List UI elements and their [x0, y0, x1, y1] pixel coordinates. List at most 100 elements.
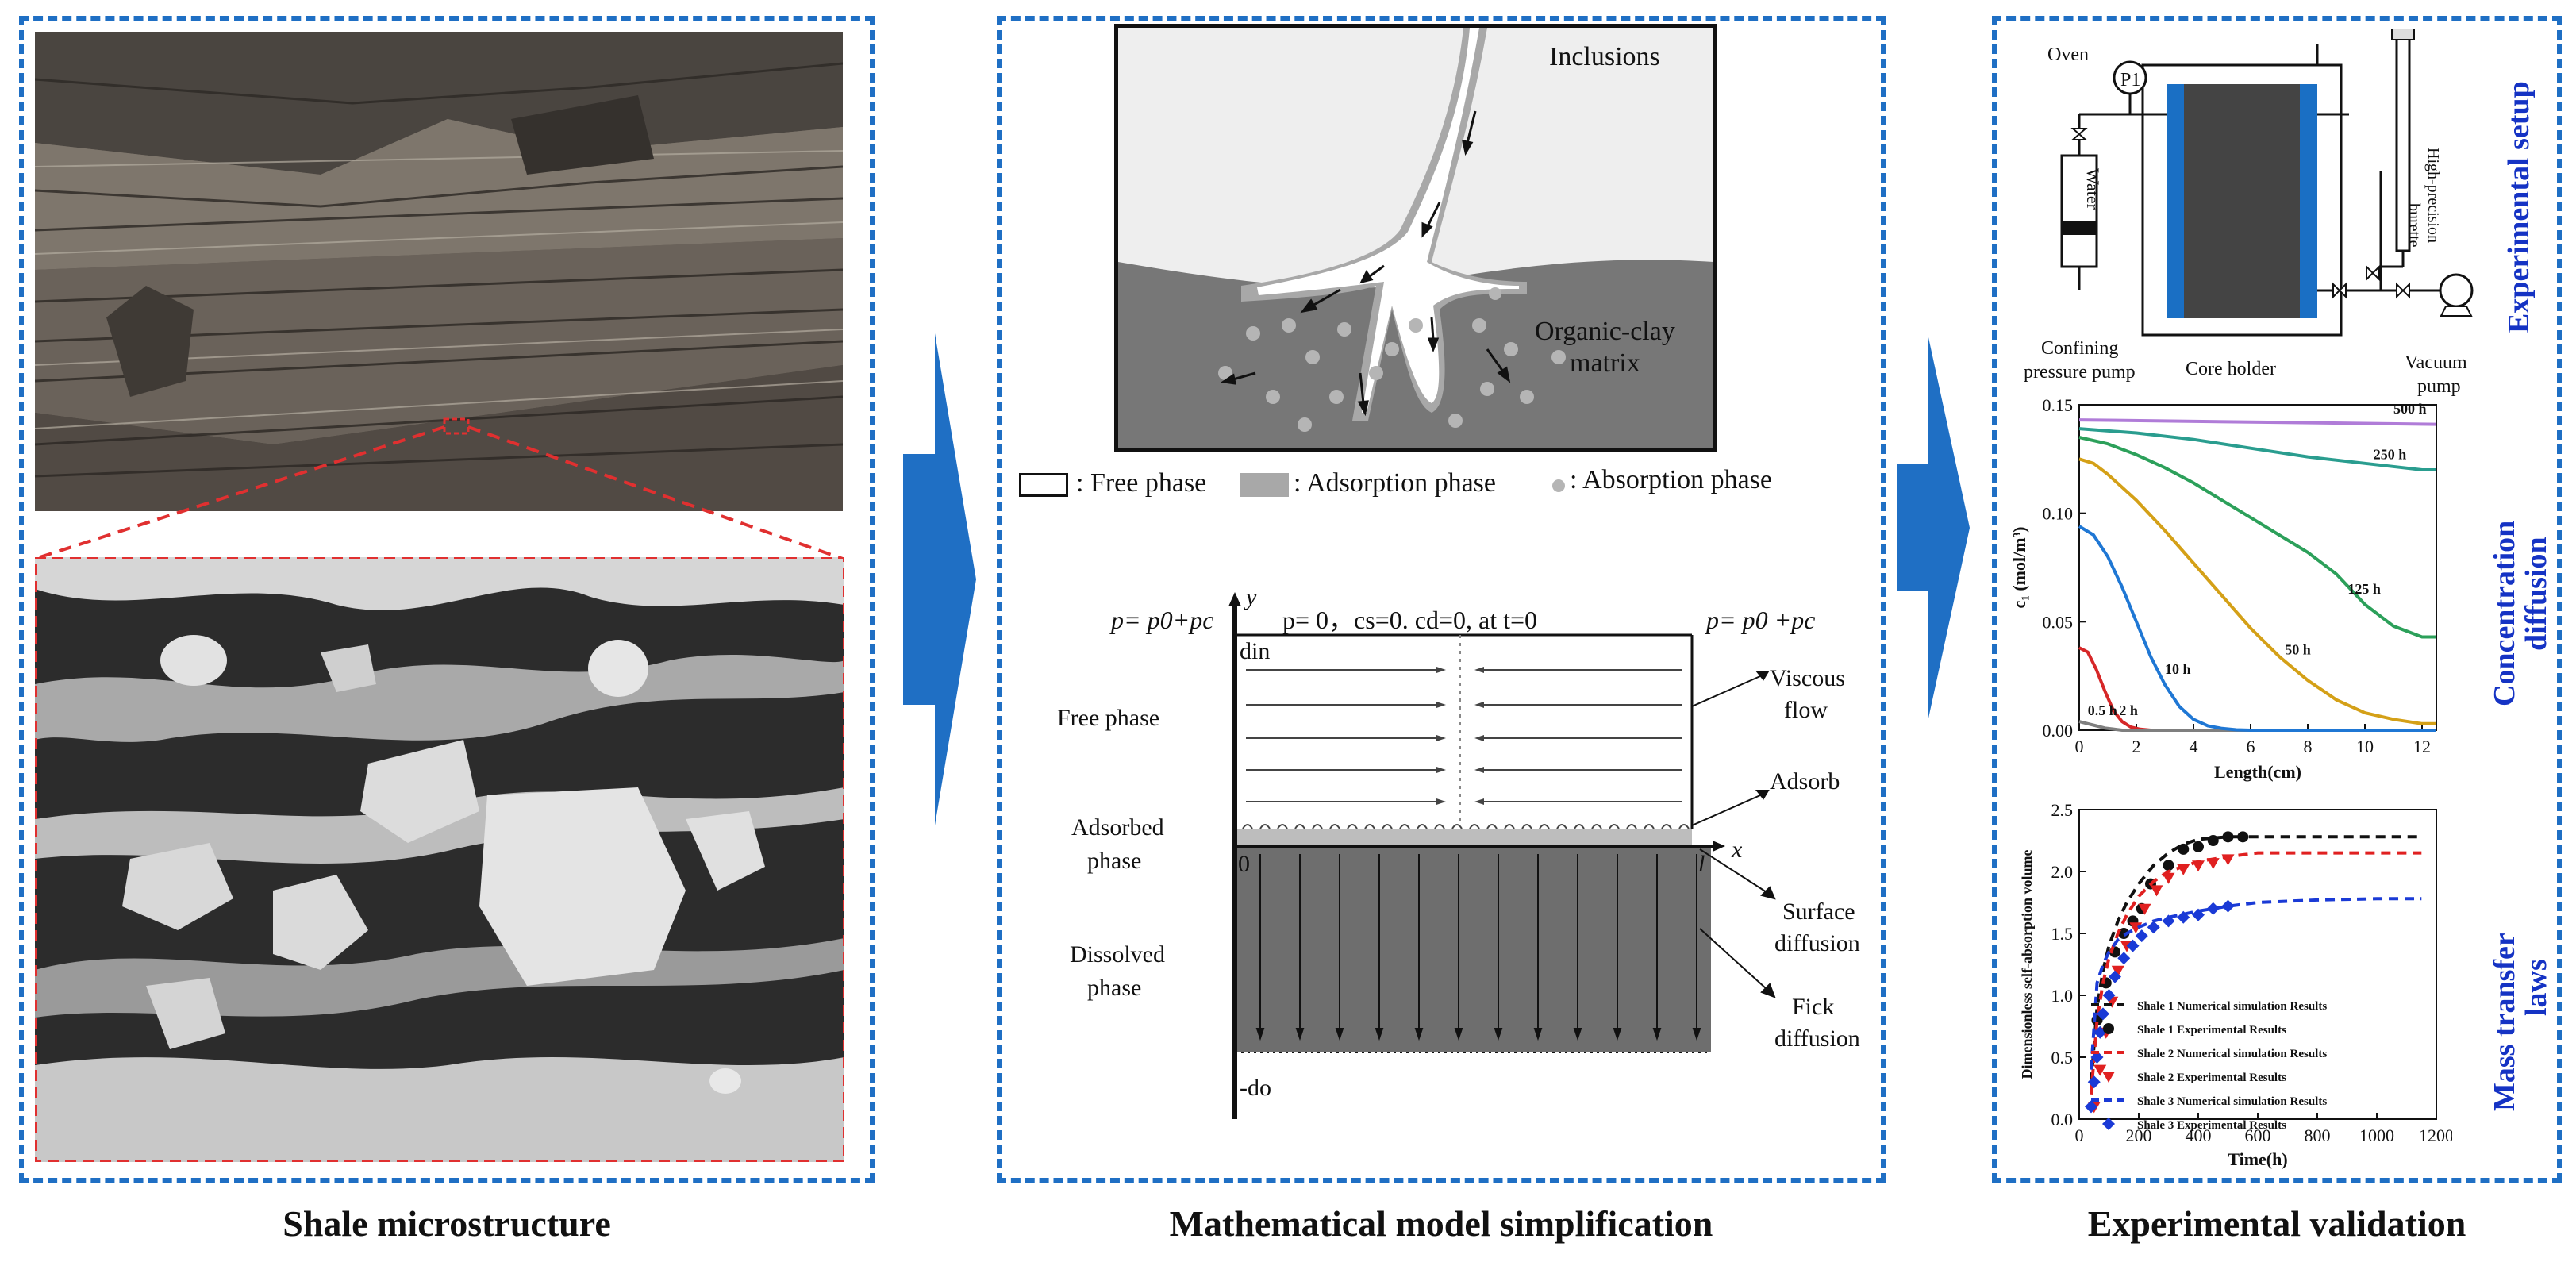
burette-label-1: High-precision	[2424, 148, 2442, 243]
d-in-label: din	[1240, 638, 1270, 664]
validation-panel	[1992, 16, 2562, 1183]
sem-micrograph	[35, 557, 844, 1162]
viscous-flow-text-1: Viscous	[1770, 665, 1845, 691]
chart2-point	[2102, 1118, 2115, 1130]
phase-legend: : Free phase : Adsorption phase : Absorp…	[1019, 465, 1876, 506]
chart1-series-line	[2078, 525, 2436, 732]
left-boundary-condition: p= p0+pc	[1109, 606, 1213, 634]
chart2-legend-label: Shale 3 Numerical simulation Results	[2137, 1095, 2327, 1108]
chart2-ylabel: Dimensionless self-absorption volume	[2019, 849, 2035, 1079]
chart1-series-label: 250 h	[2374, 446, 2407, 462]
matrix-label-1: Organic-clay	[1535, 317, 1675, 346]
water-label: Water	[2083, 168, 2103, 210]
chart2-legend-label: Shale 3 Experimental Results	[2137, 1119, 2286, 1132]
surface-diffusion-text-1: Surface	[1782, 898, 1855, 925]
caption-model-simplification: Mathematical model simplification	[1169, 1203, 1713, 1244]
chart1-series-label: 10 h	[2165, 661, 2191, 677]
d-o-label: -do	[1240, 1075, 1271, 1101]
adsorbed-phase-text-2: phase	[1087, 848, 1141, 874]
confining-pump-label-1: Confining	[2041, 338, 2118, 359]
chart2-point	[2126, 939, 2140, 952]
chart1-xlabel: Length(cm)	[2214, 762, 2301, 782]
surface-diffusion-text-2: diffusion	[1774, 930, 1860, 956]
matrix-label-2: matrix	[1570, 348, 1640, 378]
chart2-point	[2192, 860, 2205, 872]
chart2-point	[2192, 908, 2205, 921]
chart1-ytick-label: 0.10	[2043, 504, 2074, 524]
chart2-ytick-label: 1.0	[2051, 986, 2074, 1006]
chart2-point	[2085, 1100, 2097, 1114]
chart2-point	[2206, 902, 2220, 915]
right-boundary-condition: p= p0 +pc	[1705, 606, 1815, 634]
chart2-point	[2178, 843, 2190, 855]
chart2-point	[2177, 864, 2190, 875]
chart2-ytick-label: 1.5	[2051, 924, 2074, 944]
chart2-ytick-label: 2.0	[2051, 862, 2074, 882]
chart2-point	[2109, 970, 2121, 983]
chart2-point	[2237, 831, 2249, 843]
experimental-setup-diagram: Oven P1 Water High-precision burette Con…	[2024, 29, 2474, 397]
chart2-xlabel: Time(h)	[2228, 1149, 2287, 1169]
origin-label: 0	[1238, 851, 1250, 877]
chart2-point	[2193, 841, 2204, 852]
chart1-xtick-label: 0	[2075, 737, 2084, 756]
chart2-point	[2102, 1072, 2115, 1083]
absorption-phase-swatch	[1552, 479, 1565, 492]
vacuum-pump-label-1: Vacuum	[2405, 352, 2467, 373]
chart2-xtick-label: 1000	[2359, 1125, 2394, 1145]
viscous-flow-text-2: flow	[1784, 697, 1828, 723]
chart2-point	[2117, 952, 2131, 965]
gauge-label: P1	[2120, 70, 2140, 90]
free-phase-swatch	[1019, 473, 1068, 497]
chart2-point	[2206, 858, 2220, 870]
chart1-series-line	[2078, 457, 2436, 725]
side-labels: Experimental setup Concentration diffusi…	[2488, 81, 2553, 1111]
chart2-point	[2147, 921, 2160, 934]
chart2-point	[2087, 1075, 2101, 1089]
chart2-legend-label: Shale 2 Experimental Results	[2137, 1072, 2286, 1084]
chart2-point	[2163, 860, 2174, 871]
fick-diffusion-text-2: diffusion	[1774, 1025, 1860, 1052]
chart2-series-line	[2090, 851, 2422, 1095]
shale-outcrop-photo	[35, 32, 843, 511]
chart2-point	[2093, 1064, 2107, 1076]
initial-condition: p= 0，cs=0. cd=0, at t=0	[1282, 606, 1537, 634]
inclusions-label: Inclusions	[1549, 42, 1660, 71]
adsorb-text: Adsorb	[1770, 768, 1840, 795]
chart1-series-line	[2078, 436, 2436, 639]
chart2-point	[2102, 989, 2116, 1002]
y-axis-label: y	[1244, 587, 1257, 610]
chart1-xtick-label: 10	[2356, 737, 2374, 756]
chart2-xtick-label: 0	[2075, 1125, 2084, 1145]
chart2-point	[2162, 872, 2175, 884]
chart1-series-line	[2078, 418, 2437, 426]
chart1-series-line	[2078, 720, 2436, 732]
chart1-xtick-label: 2	[2132, 737, 2141, 756]
side-label-setup: Experimental setup	[2502, 81, 2536, 333]
chart1-ylabel: c₁ (mol/m³)	[2009, 527, 2029, 609]
chart2-xtick-label: 600	[2245, 1125, 2271, 1145]
length-label: l	[1698, 851, 1705, 877]
chart2-point	[2129, 922, 2143, 934]
chart1-ytick-label: 0.00	[2043, 721, 2074, 741]
chart2-point	[2221, 899, 2235, 913]
chart2-point	[2207, 835, 2219, 846]
fick-diffusion-text-1: Fick	[1792, 994, 1834, 1020]
chart2-point	[2135, 929, 2148, 943]
chart1-ytick-label: 0.05	[2043, 612, 2074, 632]
chart2-xtick-label: 200	[2126, 1125, 2152, 1145]
chart2-point	[2097, 1007, 2109, 1021]
side-label-concentration-2: diffusion	[2520, 537, 2553, 651]
chart2-legend-label: Shale 1 Numerical simulation Results	[2137, 1000, 2327, 1013]
shale-panel	[19, 16, 875, 1183]
chart2-point	[2103, 1023, 2114, 1034]
chart1-series-label: 500 h	[2393, 401, 2427, 417]
zoom-lines	[35, 425, 843, 560]
chart2-xtick-label: 1200	[2419, 1125, 2452, 1145]
core-holder-label: Core holder	[2186, 359, 2276, 379]
chart1-series-label: 50 h	[2285, 641, 2311, 657]
chart1-series-label: 2 h	[2119, 702, 2138, 718]
pore-model-diagram: Inclusions Organic-clay matrix	[1114, 24, 1717, 452]
chart1-xtick-label: 12	[2413, 737, 2431, 756]
dissolved-phase-text-2: phase	[1087, 975, 1141, 1001]
